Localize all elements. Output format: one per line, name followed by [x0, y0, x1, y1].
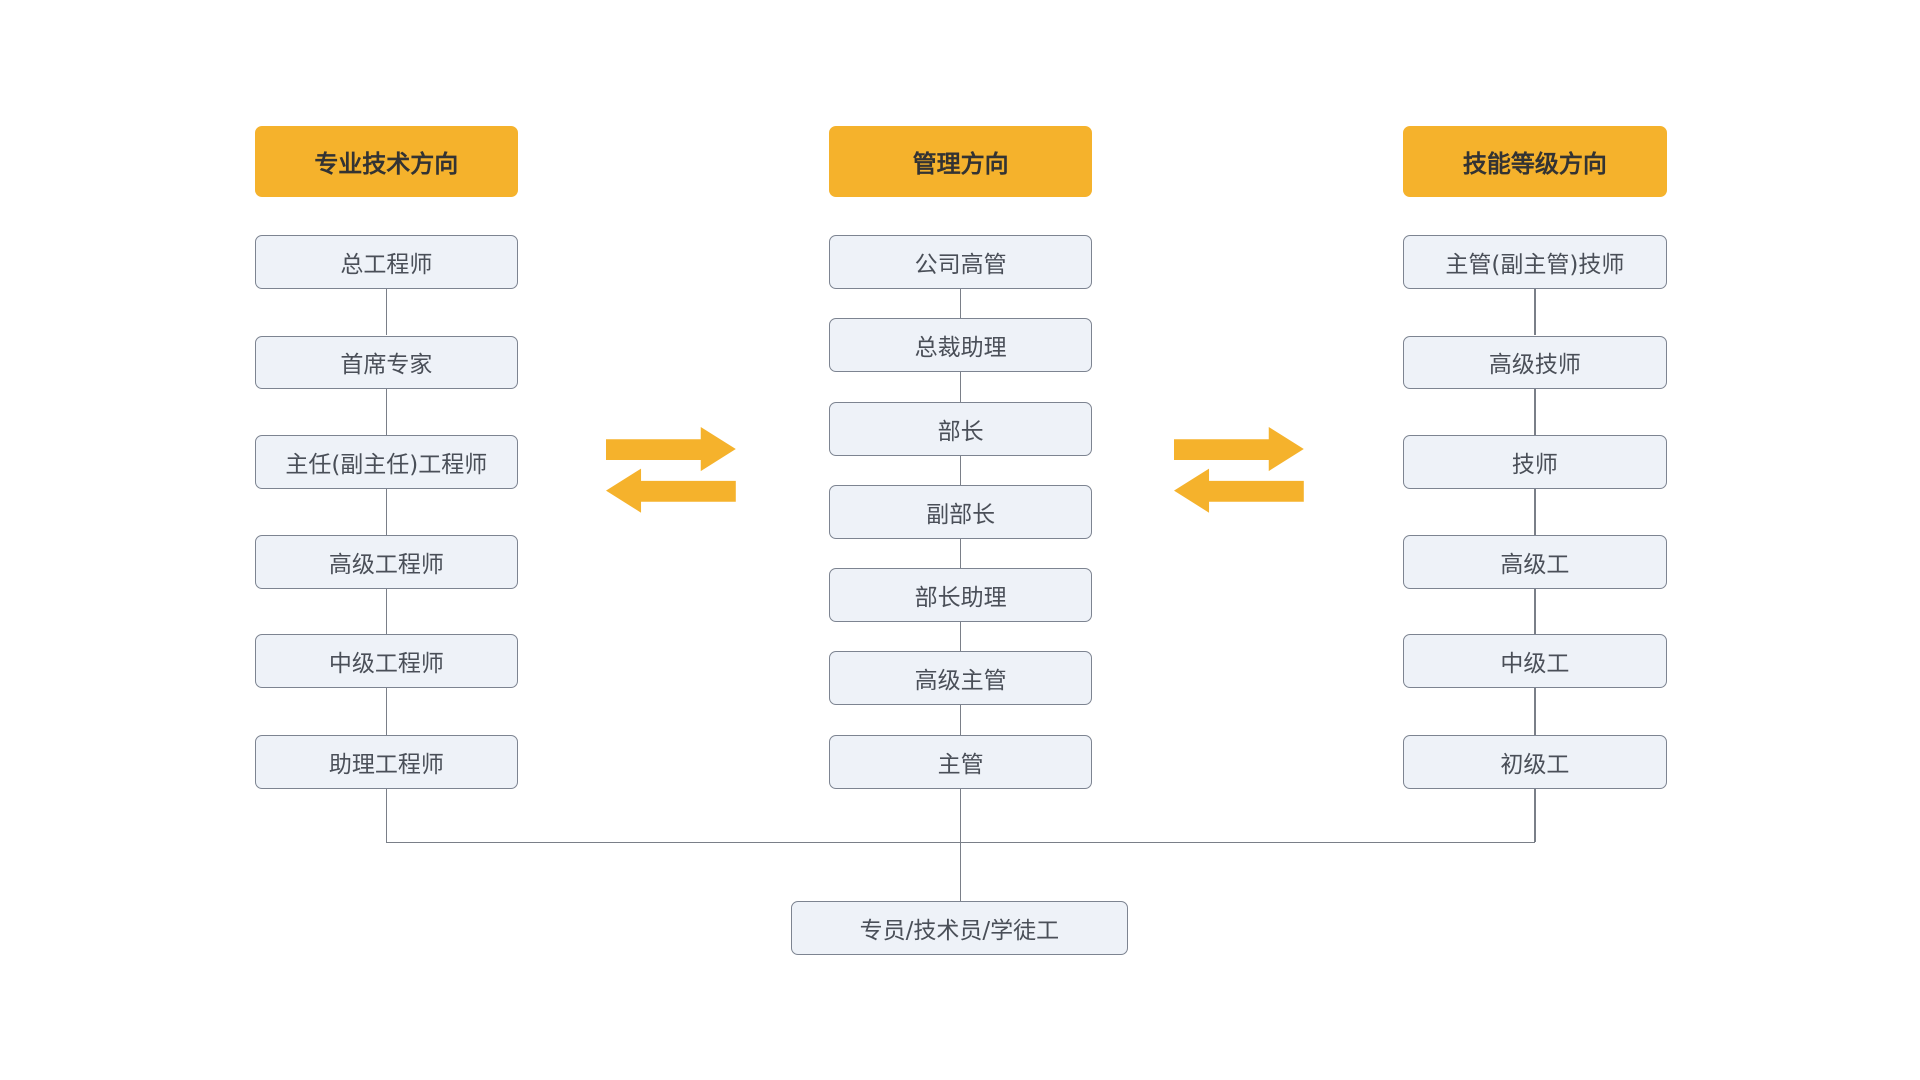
- skill-connector: [1534, 588, 1536, 635]
- left-arrow-icon: [1174, 468, 1305, 514]
- entry-level-node: 专员/技术员/学徒工: [791, 901, 1128, 956]
- management-connector: [959, 455, 962, 485]
- technical-connector: [385, 588, 388, 635]
- technical-connector: [385, 389, 388, 435]
- right-arrow-icon: [1174, 427, 1305, 472]
- technical-level-node: 中级工程师: [254, 634, 518, 689]
- skill-connector: [1534, 288, 1536, 336]
- technical-connector: [385, 288, 388, 336]
- management-connector: [959, 372, 962, 402]
- management-level-node: 副部长: [828, 484, 1093, 539]
- base-bus-connector: [386, 841, 1535, 844]
- management-level-node: 总裁助理: [828, 318, 1093, 373]
- skill-direction-header: 技能等级方向: [1403, 126, 1667, 198]
- technical-to-base-connector: [385, 788, 388, 843]
- technical-level-node: 首席专家: [254, 335, 518, 390]
- management-level-node: 高级主管: [828, 651, 1093, 706]
- technical-connector: [385, 688, 388, 735]
- skill-level-node: 主管(副主管)技师: [1403, 235, 1667, 289]
- management-level-node: 主管: [828, 734, 1093, 789]
- skill-level-node: 初级工: [1403, 734, 1667, 789]
- management-level-node: 部长助理: [828, 568, 1093, 623]
- management-connector: [959, 622, 962, 652]
- technical-level-node: 高级工程师: [254, 535, 518, 589]
- skill-connector: [1534, 389, 1536, 435]
- management-connector: [959, 705, 962, 735]
- skill-connector: [1534, 488, 1536, 536]
- skill-level-node: 高级技师: [1403, 335, 1667, 390]
- management-direction-header: 管理方向: [828, 126, 1093, 198]
- management-connector: [959, 288, 962, 319]
- management-to-base-connector: [959, 788, 962, 902]
- skill-connector: [1534, 688, 1536, 735]
- skill-level-node: 技师: [1403, 434, 1667, 489]
- technical-connector: [385, 488, 388, 536]
- technical-level-node: 主任(副主任)工程师: [254, 434, 518, 489]
- management-connector: [959, 538, 962, 569]
- left-arrow-icon: [606, 468, 736, 514]
- skill-level-node: 高级工: [1403, 535, 1667, 589]
- technical-direction-header: 专业技术方向: [254, 126, 518, 198]
- technical-level-node: 总工程师: [254, 235, 518, 289]
- right-arrow-icon: [606, 427, 736, 472]
- skill-to-base-connector: [1534, 788, 1536, 843]
- management-level-node: 部长: [828, 401, 1093, 456]
- skill-level-node: 中级工: [1403, 634, 1667, 689]
- exchange-arrows-icon: [606, 427, 736, 514]
- management-level-node: 公司高管: [828, 235, 1093, 289]
- exchange-arrows-icon: [1174, 427, 1305, 514]
- technical-level-node: 助理工程师: [254, 734, 518, 789]
